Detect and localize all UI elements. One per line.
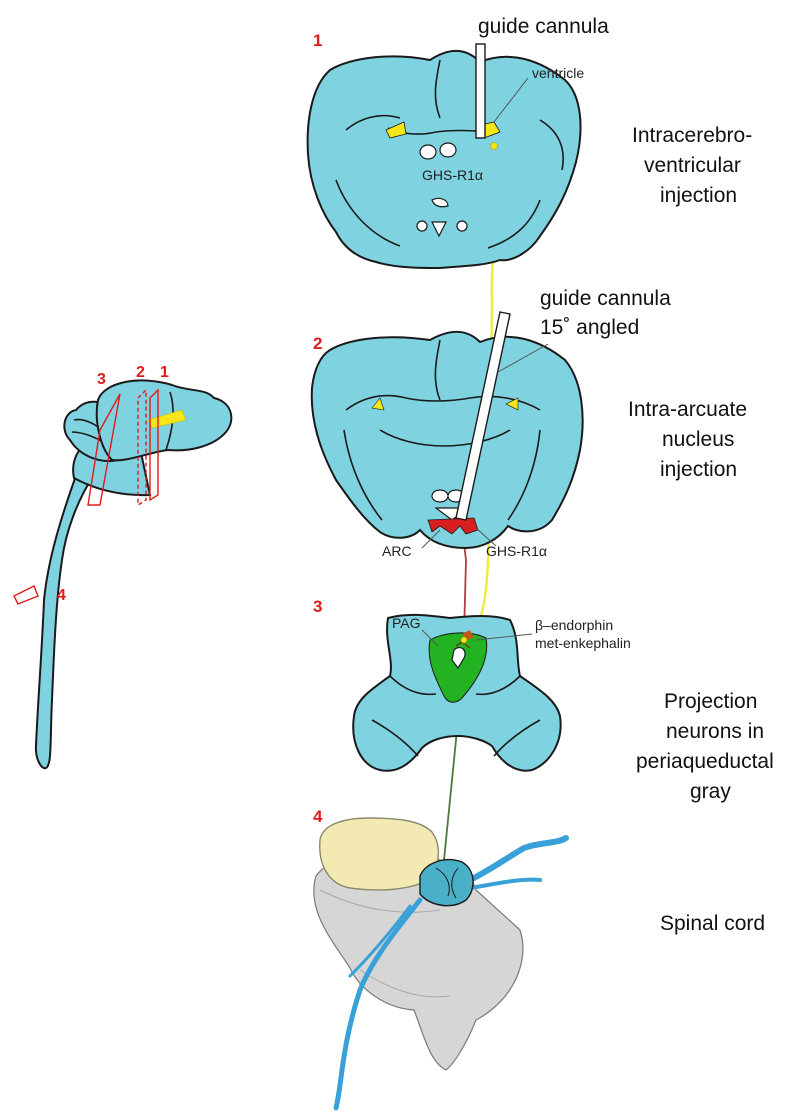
side-label-4: 4	[57, 587, 66, 604]
svg-text:Intracerebro-: Intracerebro-	[632, 124, 752, 147]
label-guide-cannula-2-line1: guide cannula	[540, 287, 671, 310]
section-number-3: 3	[313, 597, 322, 616]
side-spinal-cord	[36, 470, 92, 768]
caption-pag: Projection neurons in periaqueductal gra…	[636, 690, 774, 803]
svg-text:gray: gray	[690, 780, 731, 803]
section-1-icv: guide cannula ventricle GHS-R1α 1	[308, 15, 609, 268]
side-label-2: 2	[136, 364, 145, 381]
section-4-spinal-cord: 4	[313, 807, 566, 1108]
section-3-pag: PAG β–endorphin met-enkephalin 3	[313, 597, 631, 771]
label-arc: ARC	[382, 543, 412, 559]
section-plane-4	[14, 586, 38, 604]
caption-spinal-cord: Spinal cord	[660, 912, 765, 935]
svg-text:Intra-arcuate: Intra-arcuate	[628, 398, 747, 421]
spinal-nerve-right	[470, 838, 566, 880]
svg-text:nucleus: nucleus	[662, 428, 734, 451]
spinal-cord-segment	[420, 860, 473, 906]
svg-text:ventricular: ventricular	[644, 154, 741, 177]
caption-arcuate: Intra-arcuate nucleus injection	[628, 398, 747, 481]
side-label-3: 3	[97, 371, 106, 388]
label-pag: PAG	[392, 615, 421, 631]
label-ghsr-2: GHS-R1α	[486, 543, 547, 559]
svg-text:injection: injection	[660, 184, 737, 207]
svg-text:periaqueductal: periaqueductal	[636, 750, 774, 773]
section-number-2: 2	[313, 334, 322, 353]
label-met-enkephalin: met-enkephalin	[535, 635, 631, 651]
svg-text:neurons in: neurons in	[666, 720, 764, 743]
section-number-1: 1	[313, 31, 322, 50]
label-beta-endorphin: β–endorphin	[535, 617, 613, 633]
svg-text:Spinal cord: Spinal cord	[660, 912, 765, 935]
svg-text:Projection: Projection	[664, 690, 757, 713]
caption-icv: Intracerebro- ventricular injection	[632, 124, 752, 207]
guide-cannula-1	[476, 44, 485, 138]
section-number-4: 4	[313, 807, 323, 826]
side-view-brain: 3 2 1 4	[14, 364, 231, 768]
section-1-brain	[308, 51, 581, 268]
label-guide-cannula-2-line2: 15˚ angled	[540, 316, 639, 339]
label-ghsr-1: GHS-R1α	[422, 167, 483, 183]
label-guide-cannula-1: guide cannula	[478, 15, 609, 38]
side-label-1: 1	[160, 364, 169, 381]
svg-text:injection: injection	[660, 458, 737, 481]
label-ventricle: ventricle	[532, 65, 584, 81]
